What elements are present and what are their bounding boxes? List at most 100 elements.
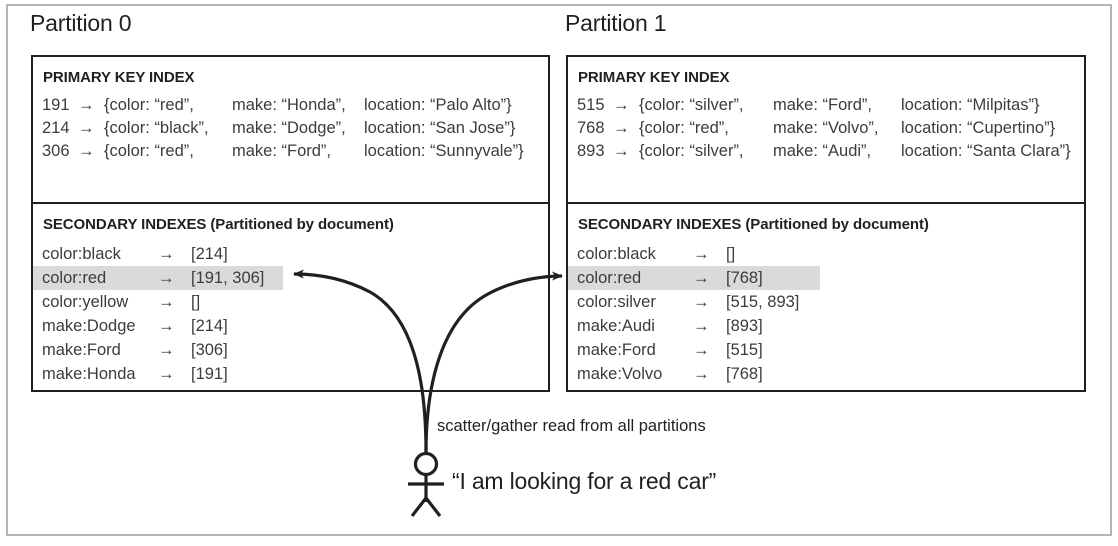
index-term: color:black <box>42 245 121 263</box>
arrow-icon: → <box>158 317 175 335</box>
list-item: make:Ford → [515] <box>568 338 1084 362</box>
list-item-highlighted: color:red → [191, 306] <box>33 266 283 290</box>
pk-color: {color: “black”, <box>104 119 209 137</box>
index-term: color:silver <box>577 293 656 311</box>
arrow-icon: → <box>613 96 630 114</box>
table-row: 306 → {color: “red”, make: “Ford”, location:… <box>42 140 548 163</box>
index-postings: [191] <box>191 365 228 383</box>
index-postings: [191, 306] <box>191 269 265 287</box>
list-item: color:black→[] <box>568 242 1084 266</box>
partition-0-box: PRIMARY KEY INDEX 191 → {color: “red”, make… <box>31 55 550 392</box>
list-item: make:Ford → [306] <box>33 338 548 362</box>
arrow-icon: → <box>78 96 95 114</box>
partition-1-title: Partition 1 <box>565 10 667 36</box>
arrow-icon: → <box>78 142 95 160</box>
index-postings: [214] <box>191 317 228 335</box>
primary-key-index-rows: 191 → {color: “red”, make: “Honda”, location… <box>42 94 548 163</box>
pk-color: {color: “red”, <box>104 96 194 114</box>
partition-1-primary-index: PRIMARY KEY INDEX 515 → {color: “silver”, m… <box>568 69 1084 204</box>
index-term: make:Audi <box>577 317 655 335</box>
secondary-indexes-header: SECONDARY INDEXES (Partitioned by docume… <box>43 216 394 233</box>
index-postings: [768] <box>726 365 763 383</box>
partition-1-box: PRIMARY KEY INDEX 515 → {color: “silver”, m… <box>566 55 1086 392</box>
index-postings: [515, 893] <box>726 293 800 311</box>
pk-make: make: “Ford”, <box>773 96 873 114</box>
index-postings: [306] <box>191 341 228 359</box>
index-postings: [768] <box>726 269 763 287</box>
table-row: 768 → {color: “red”, make: “Volvo”, location… <box>577 117 1084 140</box>
arrow-icon: → <box>158 341 175 359</box>
table-row: 515 → {color: “silver”, make: “Ford”, locati… <box>577 94 1084 117</box>
pk-key: 893 <box>577 142 605 160</box>
pk-color: {color: “red”, <box>104 142 194 160</box>
index-term: make:Honda <box>42 365 136 383</box>
partition-0-secondary-indexes: SECONDARY INDEXES (Partitioned by docume… <box>33 216 548 414</box>
pk-make: make: “Dodge”, <box>232 119 346 137</box>
arrow-icon: → <box>693 341 710 359</box>
partition-1-secondary-indexes: SECONDARY INDEXES (Partitioned by docume… <box>568 216 1084 414</box>
secondary-index-rows: color:black→[] color:red→[768] color:sil… <box>568 242 1084 386</box>
pk-location: location: “Milpitas”} <box>901 96 1040 114</box>
index-term: make:Ford <box>42 341 121 359</box>
arrow-icon: → <box>613 119 630 137</box>
primary-key-index-header: PRIMARY KEY INDEX <box>43 69 195 86</box>
pk-location: location: “Palo Alto”} <box>364 96 512 114</box>
primary-key-index-header: PRIMARY KEY INDEX <box>578 69 730 86</box>
arrow-icon: → <box>613 142 630 160</box>
pk-key: 214 <box>42 119 70 137</box>
secondary-index-rows: color:black → [214] color:red → [191, 306] c… <box>33 242 548 386</box>
list-item-highlighted: color:red → [768] <box>568 266 820 290</box>
pk-make: make: “Ford”, <box>232 142 332 160</box>
arrow-icon: → <box>693 317 710 335</box>
index-term: color:red <box>42 269 107 287</box>
table-row: 214→{color: “black”,make: “Dodge”,locati… <box>42 117 548 140</box>
pk-color: {color: “silver”, <box>639 96 744 114</box>
pk-make: make: “Honda”, <box>232 96 346 114</box>
list-item: color:yellow → [] <box>33 290 548 314</box>
pk-make: make: “Audi”, <box>773 142 872 160</box>
list-item: color:silver → [515, 893] <box>568 290 1084 314</box>
pk-location: location: “Santa Clara”} <box>901 142 1071 160</box>
index-term: make:Volvo <box>577 365 663 383</box>
arrow-icon: → <box>158 365 175 383</box>
arrow-icon: → <box>693 293 710 311</box>
arrow-icon: → <box>693 365 710 383</box>
pk-location: location: “Sunnyvale”} <box>364 142 524 160</box>
user-query-quote: “I am looking for a red car” <box>452 468 717 494</box>
arrow-icon: → <box>693 245 710 263</box>
pk-location: location: “Cupertino”} <box>901 119 1056 137</box>
arrow-icon: → <box>158 245 175 263</box>
arrow-icon: → <box>693 269 710 287</box>
list-item: make:Volvo → [768] <box>568 362 1084 386</box>
pk-color: {color: “red”, <box>639 119 729 137</box>
arrow-icon: → <box>158 269 175 287</box>
index-postings: [] <box>726 245 736 263</box>
pk-color: {color: “silver”, <box>639 142 744 160</box>
list-item: make:Honda → [191] <box>33 362 548 386</box>
table-row: 191 → {color: “red”, make: “Honda”, location… <box>42 94 548 117</box>
index-term: make:Dodge <box>42 317 136 335</box>
index-postings: [214] <box>191 245 228 263</box>
pk-key: 306 <box>42 142 70 160</box>
secondary-indexes-header: SECONDARY INDEXES (Partitioned by docume… <box>578 216 929 233</box>
pk-make: make: “Volvo”, <box>773 119 879 137</box>
index-term: color:red <box>577 269 642 287</box>
pk-location: location: “San Jose”} <box>364 119 516 137</box>
index-postings: [] <box>191 293 201 311</box>
pk-key: 191 <box>42 96 70 114</box>
index-term: color:yellow <box>42 293 129 311</box>
arrow-icon: → <box>158 293 175 311</box>
partition-0-title: Partition 0 <box>30 10 132 36</box>
pk-key: 768 <box>577 119 605 137</box>
table-row: 893 → {color: “silver”, make: “Audi”, locati… <box>577 140 1084 163</box>
scatter-gather-label: scatter/gather read from all partitions <box>437 417 706 435</box>
partition-0-primary-index: PRIMARY KEY INDEX 191 → {color: “red”, make… <box>33 69 548 204</box>
list-item: make:Audi→[893] <box>568 314 1084 338</box>
pk-key: 515 <box>577 96 605 114</box>
list-item: make:Dodge → [214] <box>33 314 548 338</box>
primary-key-index-rows: 515 → {color: “silver”, make: “Ford”, locati… <box>577 94 1084 163</box>
index-term: make:Ford <box>577 341 656 359</box>
index-postings: [515] <box>726 341 763 359</box>
list-item: color:black → [214] <box>33 242 548 266</box>
